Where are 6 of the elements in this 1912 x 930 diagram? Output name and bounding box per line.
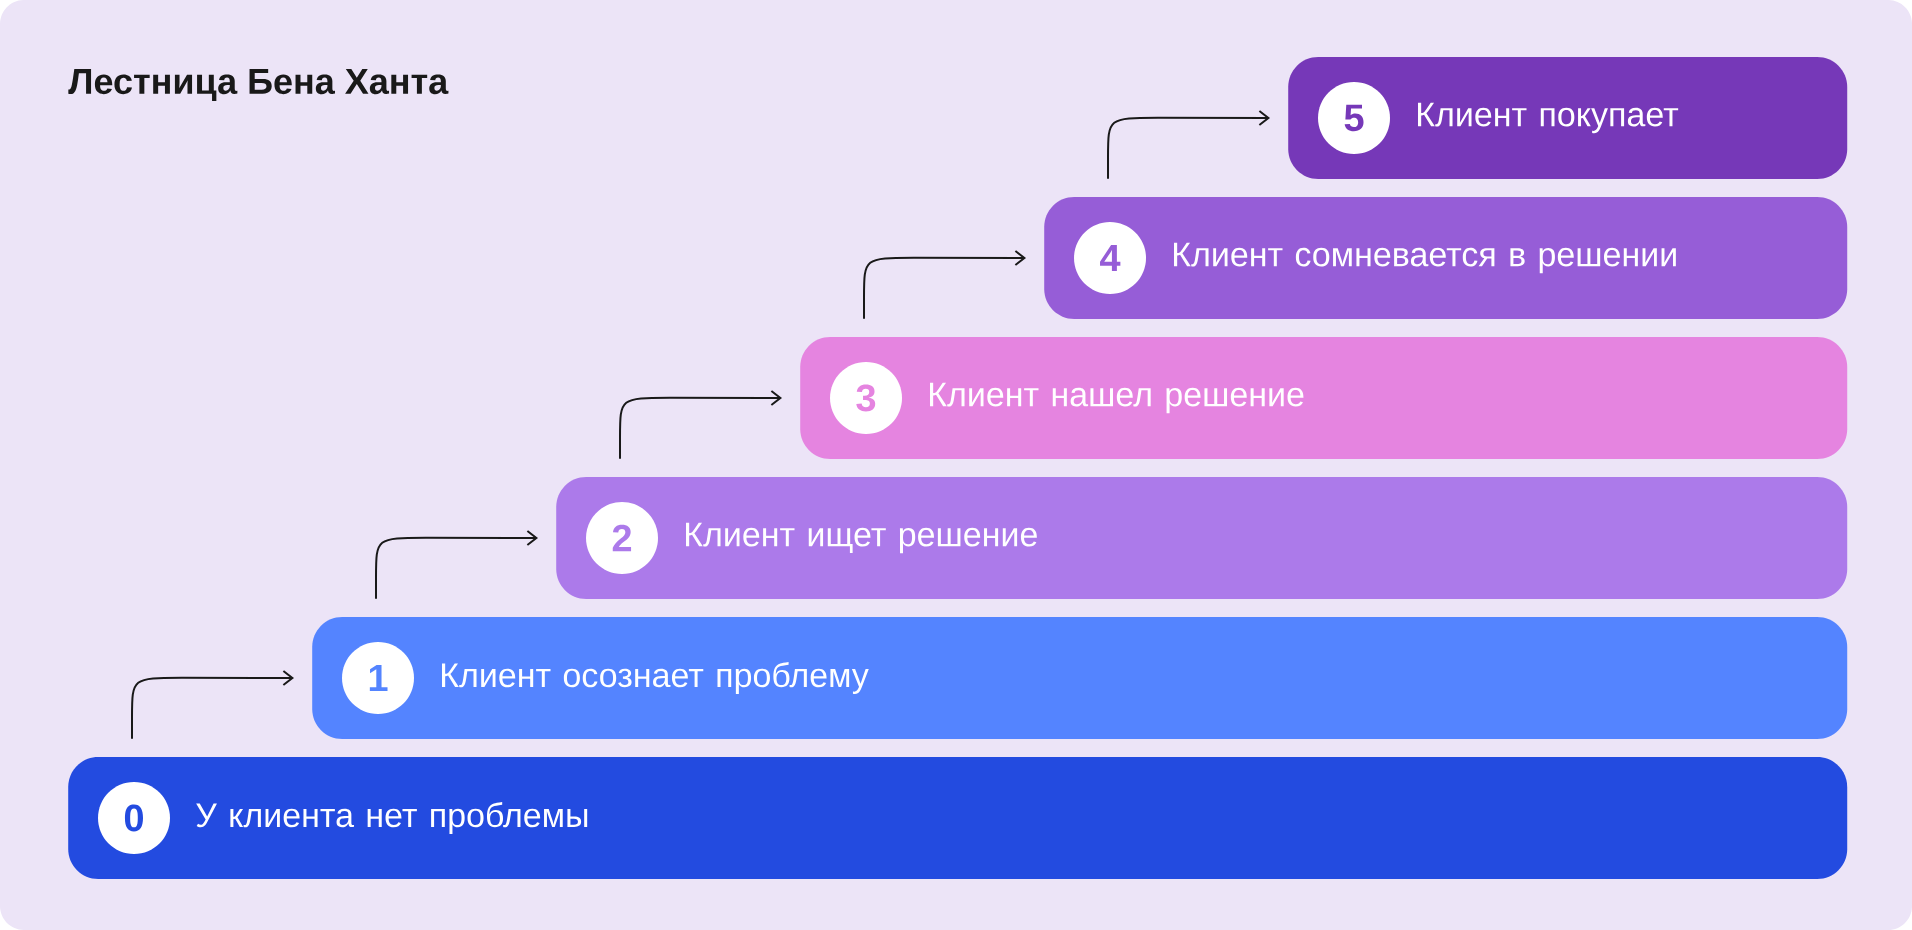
curved-arrow bbox=[619, 390, 782, 460]
curved-arrow bbox=[863, 250, 1026, 320]
curved-arrow bbox=[131, 670, 294, 740]
title: Лестница Бена Ханта bbox=[68, 69, 449, 101]
curved-arrow bbox=[375, 530, 538, 600]
curved-arrow bbox=[1107, 110, 1270, 180]
